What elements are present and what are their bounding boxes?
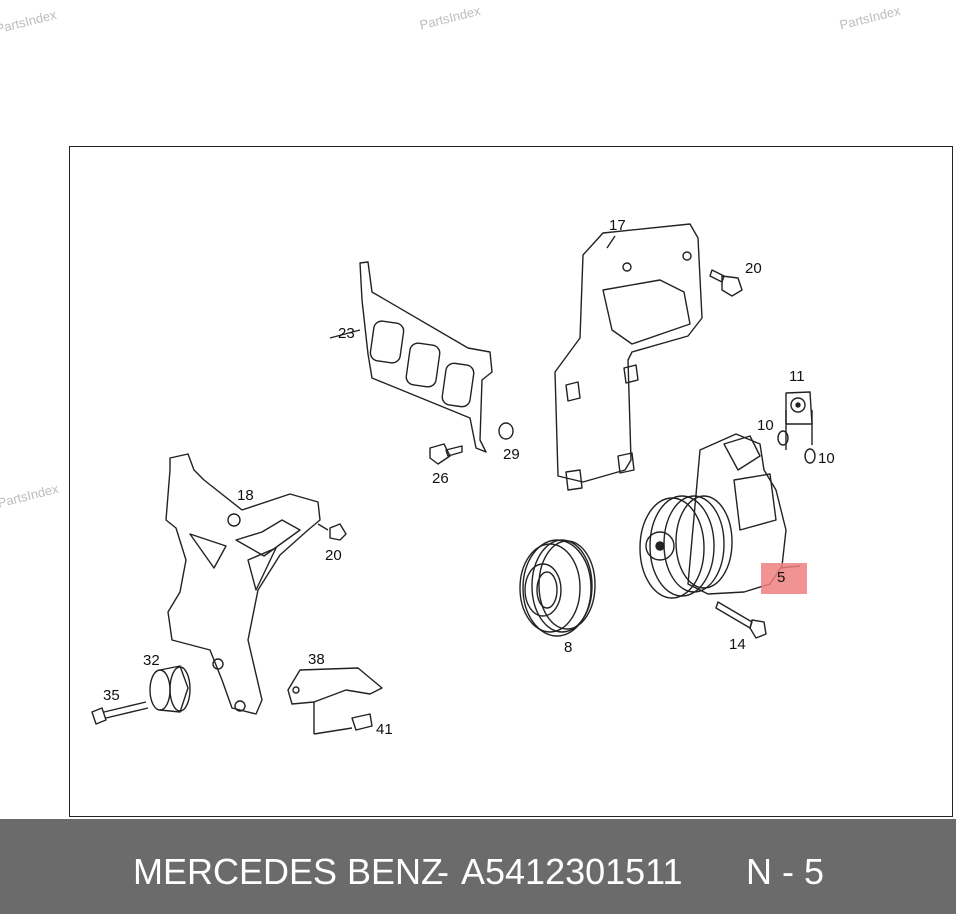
caption-brand: MERCEDES BENZ: [133, 851, 444, 892]
callout-35: 35: [103, 687, 120, 704]
caption-bar: MERCEDES BENZ - A5412301511 N - 5: [0, 819, 956, 914]
callout-20-left: 20: [325, 547, 342, 564]
callout-11: 11: [789, 368, 805, 385]
caption-position: N - 5: [746, 851, 825, 892]
callout-29: 29: [503, 446, 520, 463]
callout-5: 5: [777, 569, 785, 586]
compressor-5[interactable]: [639, 433, 801, 599]
callout-20: 20: [745, 260, 762, 277]
callout-10-right: 10: [818, 450, 835, 467]
callout-38: 38: [308, 651, 325, 668]
callout-41: 41: [376, 721, 393, 738]
pulley-8[interactable]: [519, 539, 596, 637]
bolt-20-top[interactable]: [709, 269, 743, 297]
callout-32: 32: [143, 652, 160, 669]
callout-18: 18: [237, 487, 254, 504]
callout-14: 14: [729, 636, 746, 653]
bolt-35[interactable]: [91, 701, 149, 725]
bracket-38[interactable]: [287, 667, 383, 735]
callout-17: 17: [609, 217, 626, 234]
caption: MERCEDES BENZ - A5412301511 N - 5: [0, 819, 956, 914]
bolt-41[interactable]: [351, 713, 373, 731]
bracket-17[interactable]: [554, 223, 703, 491]
seal-10-right[interactable]: [804, 448, 816, 464]
bolt-14[interactable]: [715, 601, 767, 639]
highlight-box: [761, 563, 807, 594]
callout-10-left: 10: [757, 417, 774, 434]
caption-separator: -: [437, 851, 449, 892]
diagram-frame: [69, 146, 953, 817]
caption-part-number: A5412301511: [461, 851, 683, 892]
bracket-18[interactable]: [165, 453, 321, 715]
callout-26: 26: [432, 470, 449, 487]
flange-11[interactable]: [785, 391, 813, 450]
gasket-23[interactable]: [329, 261, 493, 453]
bolt-20-left[interactable]: [317, 523, 347, 541]
callout-23: 23: [338, 325, 355, 342]
callout-8: 8: [564, 639, 572, 656]
washer-29[interactable]: [498, 422, 514, 440]
idler-pulley-32[interactable]: [149, 665, 191, 713]
bolt-26[interactable]: [429, 443, 463, 465]
seal-10-left[interactable]: [777, 430, 789, 446]
